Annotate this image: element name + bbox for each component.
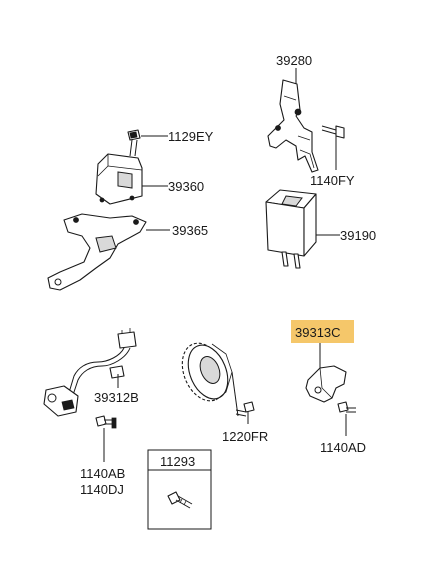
- bracket-39280[interactable]: [267, 79, 319, 173]
- bolt-1140AD[interactable]: [337, 401, 356, 413]
- box-11293[interactable]: 11293: [147, 449, 212, 530]
- label-39360[interactable]: 39360: [168, 179, 204, 194]
- bracket-39365[interactable]: [47, 213, 147, 291]
- relay-39190[interactable]: [265, 189, 317, 269]
- label-39190[interactable]: 39190: [340, 228, 376, 243]
- label-39313C[interactable]: 39313C: [295, 325, 341, 340]
- label-1129EY[interactable]: 1129EY: [168, 129, 214, 144]
- sprocket[interactable]: [174, 337, 235, 408]
- label-1140AD[interactable]: 1140AD: [320, 440, 366, 455]
- label-39365[interactable]: 39365: [172, 223, 208, 238]
- label-1140DJ[interactable]: 1140DJ: [80, 482, 124, 497]
- leader-sprocket: [231, 371, 239, 417]
- label-1140FY[interactable]: 1140FY: [310, 173, 355, 188]
- label-1140AB[interactable]: 1140AB: [80, 466, 125, 481]
- sensor-39312B[interactable]: [43, 328, 137, 417]
- label-39280[interactable]: 39280: [276, 53, 312, 68]
- sensor-39313C[interactable]: [305, 365, 347, 403]
- highlight-box-39313C: [291, 320, 354, 343]
- label-11293[interactable]: 11293: [160, 454, 195, 469]
- bolt-1140FY[interactable]: [321, 125, 345, 139]
- sensor-39360[interactable]: [95, 153, 143, 205]
- bolt-1140AB[interactable]: [95, 415, 117, 429]
- bolt-1129EY[interactable]: [127, 129, 141, 157]
- bolt-1220FR[interactable]: [235, 401, 255, 417]
- bolt-11293[interactable]: [167, 491, 193, 509]
- label-1220FR[interactable]: 1220FR: [222, 429, 268, 444]
- label-39312B[interactable]: 39312B: [94, 390, 139, 405]
